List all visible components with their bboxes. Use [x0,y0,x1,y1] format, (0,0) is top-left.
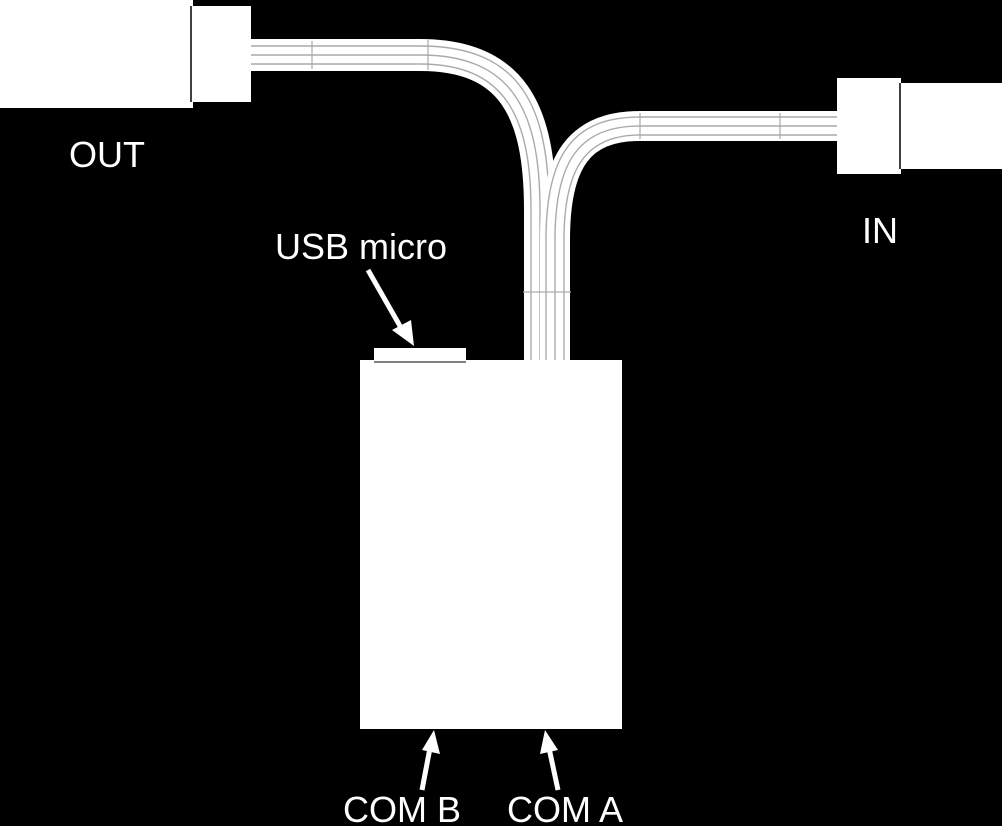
in-connector-icon [837,78,1002,174]
usb-arrow [365,268,414,346]
com-a-label: COM A [507,789,624,826]
out-label: OUT [69,134,145,175]
out-cable [248,39,556,362]
in-label: IN [862,210,898,251]
usb-micro-label: USB micro [275,226,448,267]
com-b-arrow [419,730,440,791]
out-connector-icon [0,0,251,108]
module-box [360,360,622,729]
com-a-arrow [540,730,561,791]
usb-port-icon [374,348,466,364]
com-b-label: COM B [343,789,462,826]
in-cable [311,40,840,362]
